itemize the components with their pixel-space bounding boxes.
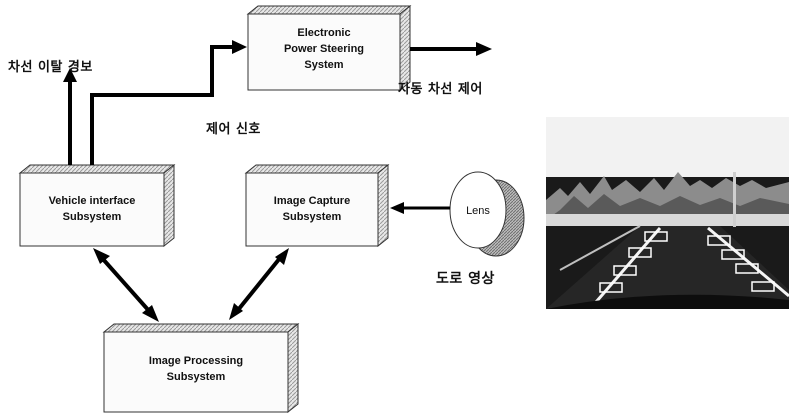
lens-shape: Lens [450,172,524,256]
road-photo [546,117,789,309]
image-capture-label-2: Subsystem [283,211,342,223]
eps-label-1: Electronic [297,27,350,39]
vehicle-interface-label-1: Vehicle interface [49,195,136,207]
eps-label-3: System [304,59,343,71]
image-processing-box: Image Processing Subsystem [104,324,298,412]
vehicle-interface-box: Vehicle interface Subsystem [20,165,174,246]
control-signal-label: 제어 신호 [206,118,261,137]
eps-box: Electronic Power Steering System [248,6,410,90]
arrow-capture-processing [238,258,280,310]
auto-lane-control-label: 자동 차선 제어 [398,78,483,97]
lens-label: Lens [466,205,490,217]
image-processing-label-1: Image Processing [149,355,243,367]
arrow-control-signal [92,47,236,165]
image-processing-label-2: Subsystem [167,371,226,383]
lane-departure-warning-label: 차선 이탈 경보 [8,56,93,75]
vehicle-interface-label-2: Subsystem [63,211,122,223]
road-image-label: 도로 영상 [436,268,495,288]
image-capture-box: Image Capture Subsystem [246,165,388,246]
arrow-vehicle-processing [102,258,150,312]
eps-label-2: Power Steering [284,43,364,55]
image-capture-label-1: Image Capture [274,195,350,207]
